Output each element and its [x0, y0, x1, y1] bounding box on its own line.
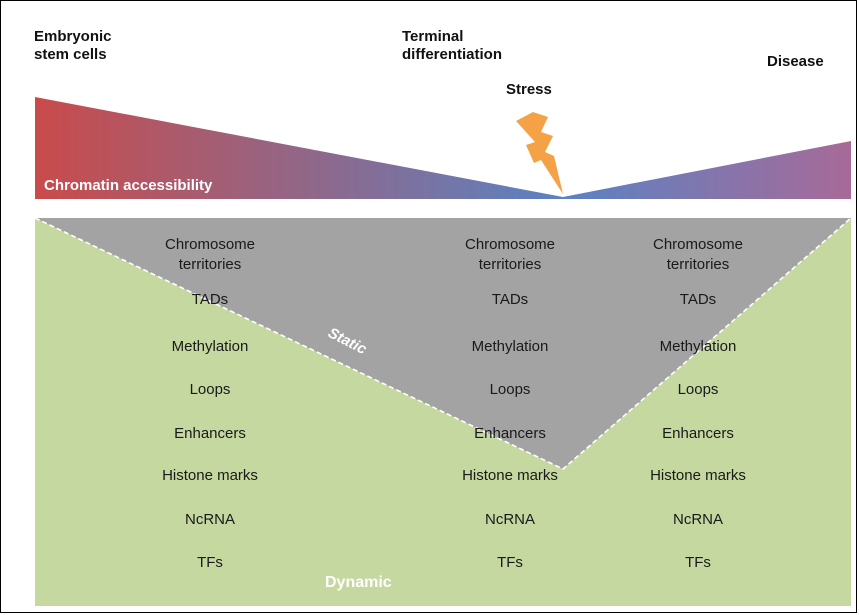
feature-label: Enhancers [662, 425, 734, 442]
feature-label: Enhancers [474, 425, 546, 442]
feature-label: Histone marks [162, 467, 258, 484]
feature-label: Enhancers [174, 425, 246, 442]
feature-label: Loops [489, 381, 531, 398]
stress-heading: Stress [506, 81, 552, 98]
feature-label: TFs [685, 554, 711, 571]
feature-label: TFs [197, 554, 223, 571]
disease-heading: Disease [767, 53, 824, 70]
feature-label: TFs [497, 554, 523, 571]
feature-label: Chromosome territories [464, 236, 556, 273]
terminal-differentiation-heading: Terminal differentiation [402, 28, 502, 63]
feature-label: Histone marks [462, 467, 558, 484]
feature-label: TADs [191, 291, 229, 308]
feature-label: TADs [491, 291, 529, 308]
feature-label: TADs [679, 291, 717, 308]
static-region [35, 218, 851, 469]
embryonic-stem-cells-heading: Embryonic stem cells [34, 28, 112, 63]
feature-label: Histone marks [650, 467, 746, 484]
feature-label: Chromosome territories [652, 236, 744, 273]
feature-label: NcRNA [184, 511, 235, 528]
feature-label: Chromosome territories [164, 236, 256, 273]
feature-label: Methylation [171, 338, 249, 355]
feature-label: NcRNA [484, 511, 535, 528]
feature-label: Loops [189, 381, 231, 398]
dynamic-label: Dynamic [325, 574, 392, 591]
feature-label: NcRNA [672, 511, 723, 528]
feature-label: Methylation [471, 338, 549, 355]
chromatin-accessibility-band [35, 97, 851, 199]
lightning-bolt-icon [516, 112, 563, 194]
static-boundary-line [34, 217, 852, 470]
chromatin-accessibility-label: Chromatin accessibility [44, 177, 213, 194]
feature-label: Loops [677, 381, 719, 398]
feature-label: Methylation [659, 338, 737, 355]
